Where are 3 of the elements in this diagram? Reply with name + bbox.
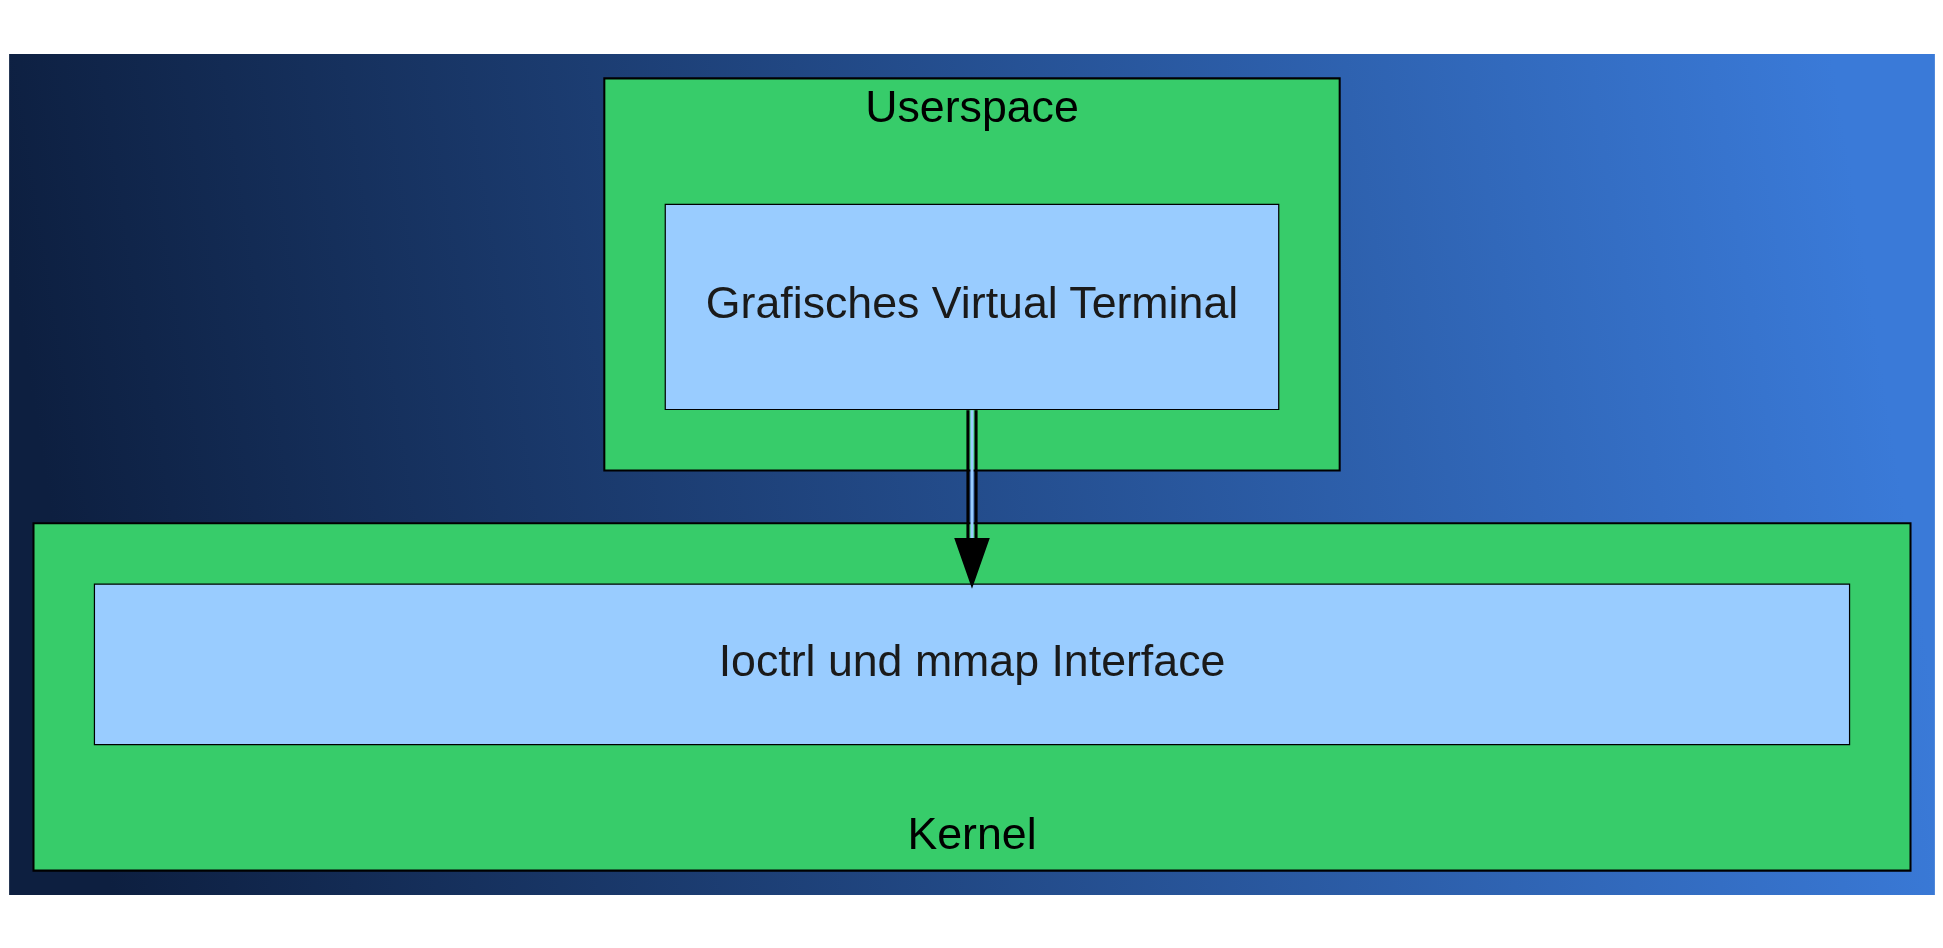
node-box: Grafisches Virtual Terminal xyxy=(664,203,1279,410)
node-box: Ioctrl und mmap Interface xyxy=(93,583,1850,745)
arrow xyxy=(953,409,990,589)
